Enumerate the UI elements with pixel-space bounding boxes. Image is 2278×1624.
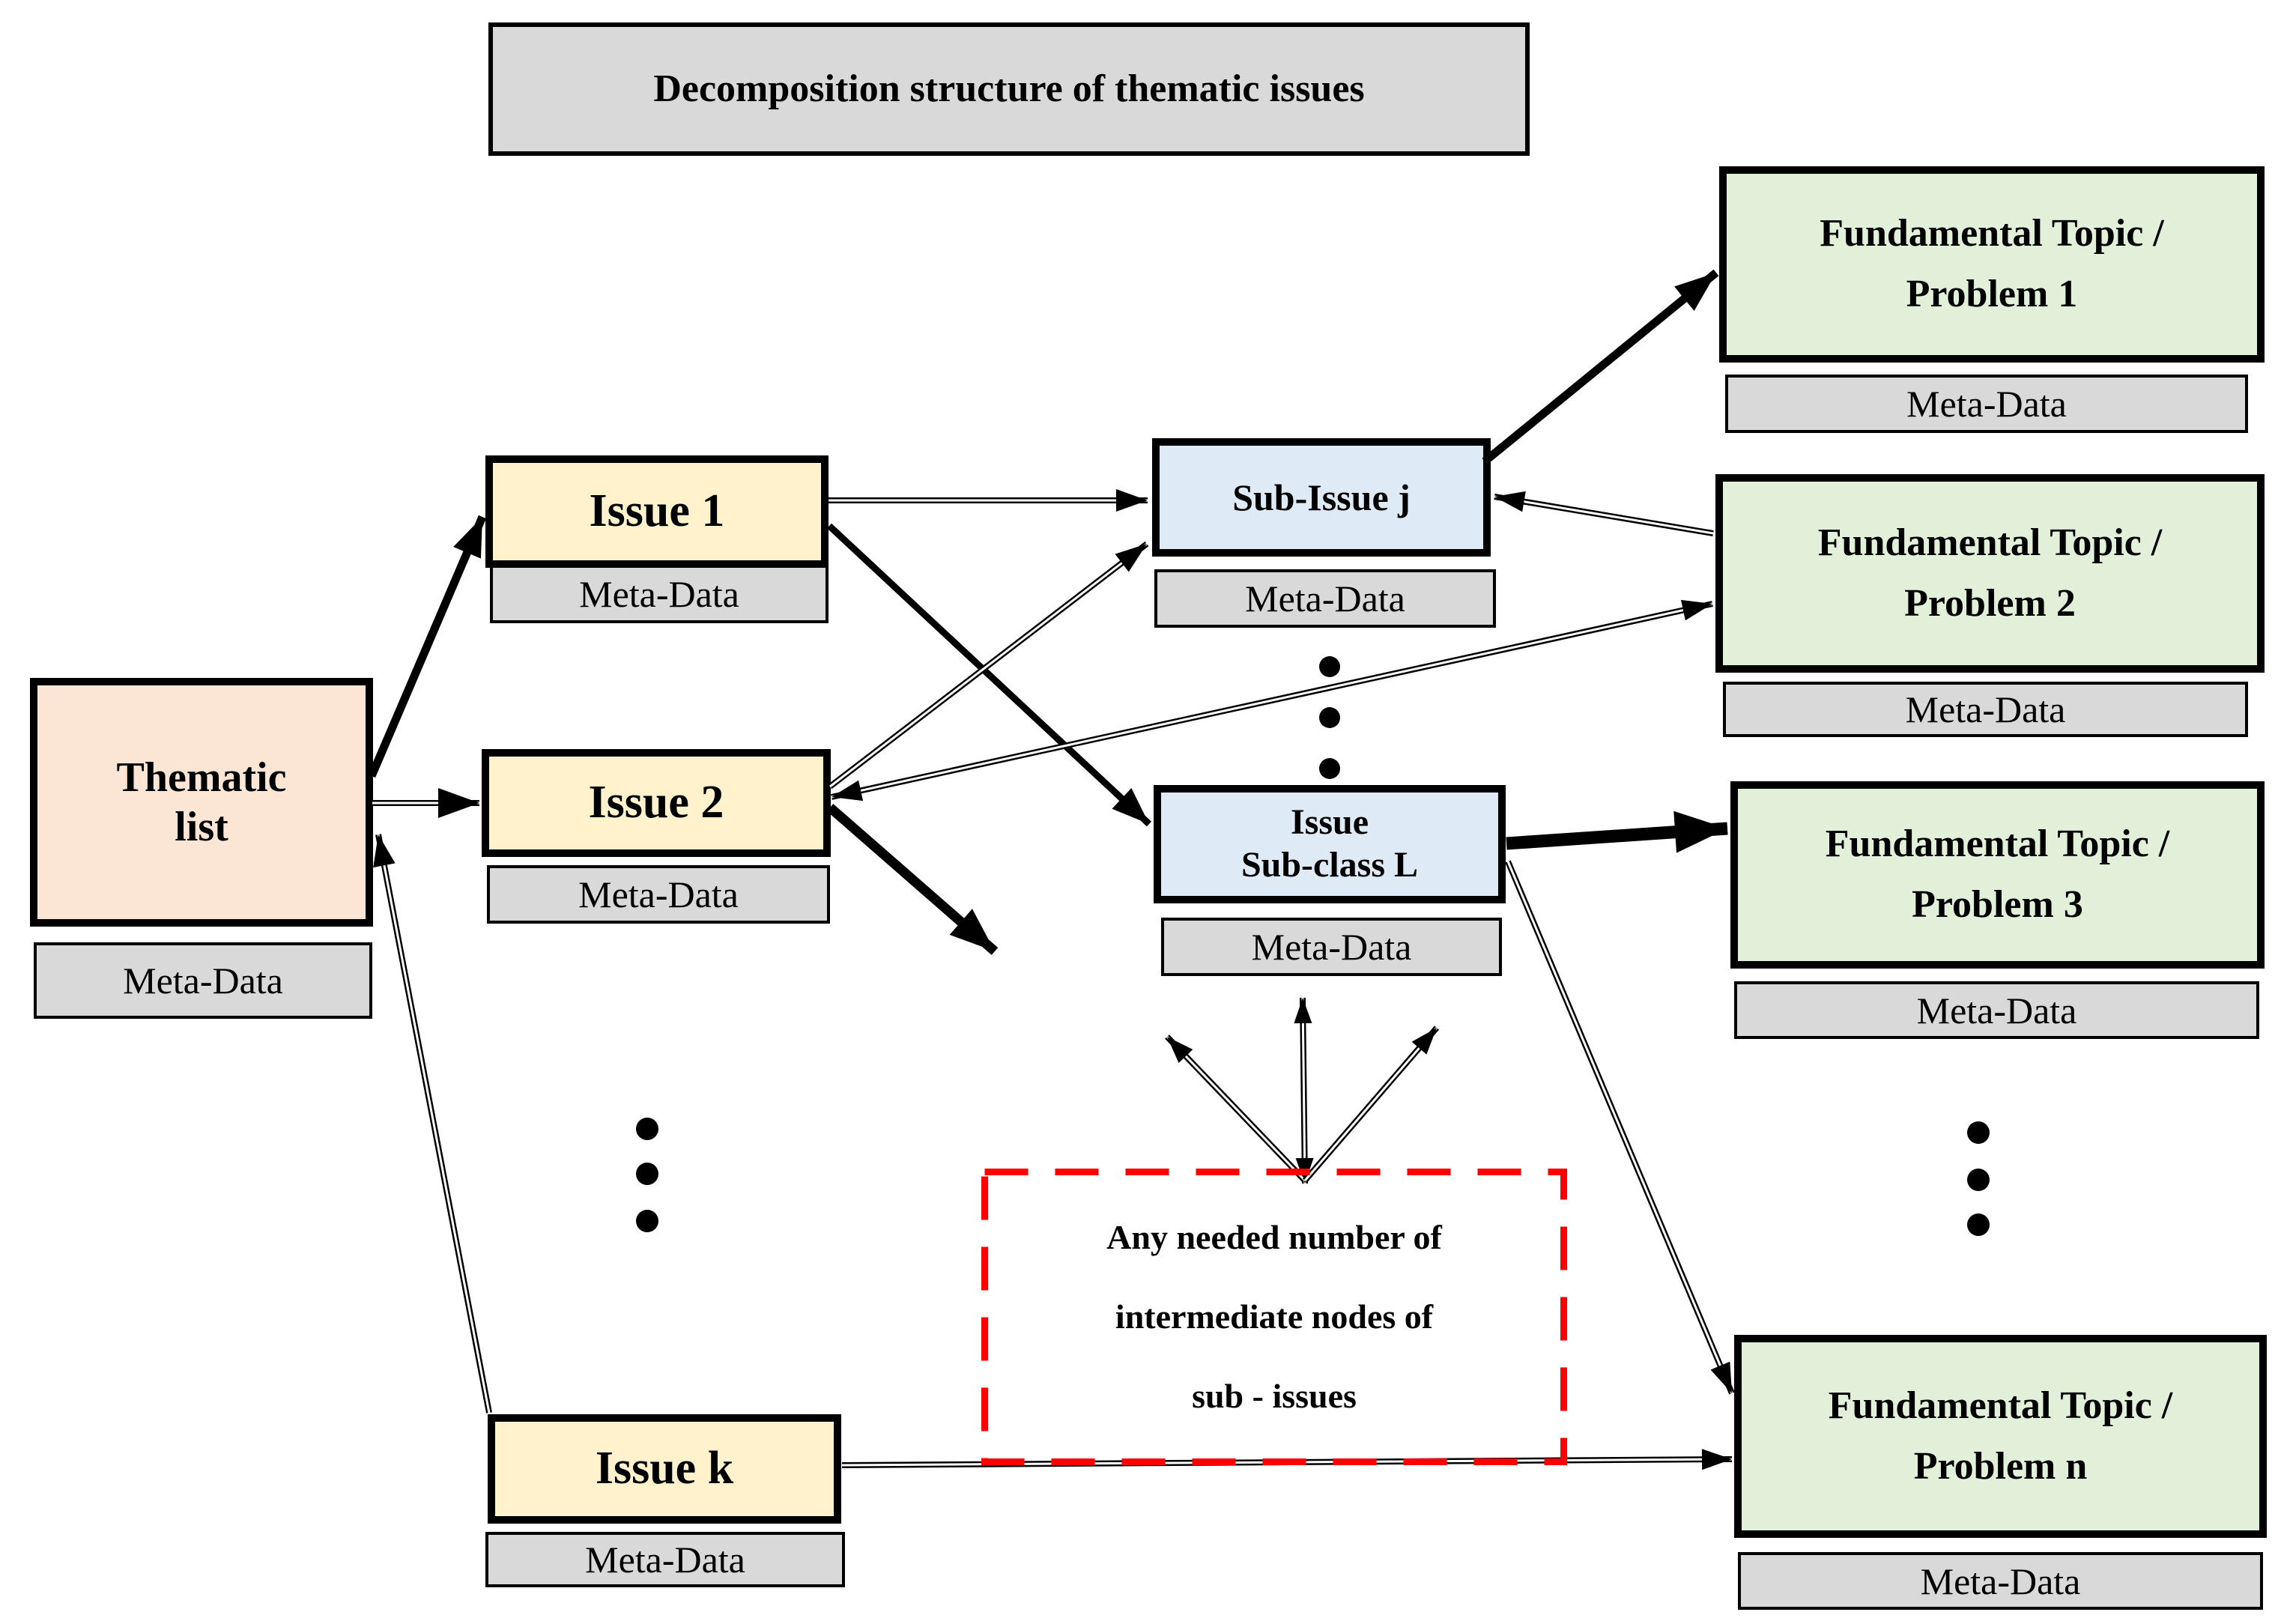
- meta-data-issue-2: Meta-Data: [487, 865, 830, 924]
- note-line2: intermediate nodes of: [1115, 1297, 1434, 1336]
- meta-data-problem-2: Meta-Data: [1723, 682, 2248, 737]
- problem-3-label-line1: Fundamental Topic /: [1825, 822, 2170, 866]
- node-issue-sub-class-l-label-line1: Issue: [1290, 802, 1369, 843]
- edge-note-upleft: [1165, 1034, 1307, 1183]
- problem-2-label-line1: Fundamental Topic /: [1817, 521, 2163, 564]
- meta-data-thematic: Meta-Data: [34, 942, 372, 1019]
- node-issue-1: Issue 1: [485, 455, 828, 568]
- problem-n-label-line1: Fundamental Topic /: [1828, 1384, 2173, 1427]
- node-fundamental-topic-problem-2: Fundamental Topic / Problem 2: [1715, 474, 2265, 673]
- node-fundamental-topic-problem-3: Fundamental Topic / Problem 3: [1730, 781, 2265, 969]
- meta-data-problem-n: Meta-Data: [1738, 1552, 2263, 1610]
- edge-issue2-intermediate: [826, 804, 999, 955]
- meta-data-sub-issue-j: Meta-Data: [1154, 569, 1496, 628]
- edge-issue1-subclassl: [826, 523, 1152, 827]
- edge-subclassl-problem3: [1506, 811, 1728, 853]
- node-issue-sub-class-l: Issue Sub-class L: [1154, 785, 1506, 903]
- edge-issue2-problem2: [831, 599, 1713, 802]
- edge-issue2-subissuej: [828, 541, 1149, 790]
- edge-issue1-subissuej: [828, 489, 1148, 512]
- meta-data-issue-k: Meta-Data: [485, 1532, 845, 1587]
- meta-data-issue-sub-class-l: Meta-Data: [1161, 918, 1502, 976]
- vertical-ellipsis-left: [636, 1118, 658, 1232]
- edge-issuek-thematic: [373, 834, 492, 1414]
- meta-data-problem-3: Meta-Data: [1734, 981, 2259, 1039]
- meta-data-problem-1: Meta-Data: [1725, 375, 2248, 433]
- intermediate-nodes-note: Any needed number of intermediate nodes …: [981, 1169, 1567, 1465]
- node-thematic-list-label-line2: list: [175, 804, 228, 850]
- node-sub-issue-j: Sub-Issue j: [1152, 438, 1491, 557]
- node-fundamental-topic-problem-1: Fundamental Topic / Problem 1: [1719, 166, 2265, 363]
- node-thematic-list-label-line1: Thematic: [116, 754, 287, 801]
- diagram-title: Decomposition structure of thematic issu…: [488, 22, 1530, 156]
- edge-problem2-subissuej: [1494, 491, 1714, 536]
- problem-n-label-line2: Problem n: [1913, 1444, 2088, 1488]
- meta-data-issue-1: Meta-Data: [490, 565, 828, 623]
- vertical-ellipsis-right: [1967, 1121, 1990, 1236]
- edge-subissuej-problem1: [1482, 269, 1719, 465]
- edge-note-subclassl-meta: [1294, 997, 1314, 1184]
- edge-thematic-issue2: [372, 788, 479, 818]
- problem-2-label-line2: Problem 2: [1904, 581, 2076, 625]
- node-thematic-list: Thematic list: [30, 678, 373, 927]
- vertical-ellipsis-middle: [1319, 656, 1340, 779]
- problem-3-label-line2: Problem 3: [1912, 883, 2083, 926]
- edge-thematic-issue1: [367, 515, 487, 778]
- problem-1-label-line1: Fundamental Topic /: [1820, 212, 2164, 255]
- note-line1: Any needed number of: [1106, 1218, 1442, 1257]
- note-line3: sub - issues: [1192, 1376, 1357, 1415]
- problem-1-label-line2: Problem 1: [1906, 273, 2078, 315]
- node-issue-sub-class-l-label-line2: Sub-class L: [1241, 845, 1419, 885]
- node-issue-2: Issue 2: [482, 749, 831, 857]
- edge-note-upright: [1302, 1025, 1440, 1183]
- node-issue-k: Issue k: [488, 1414, 841, 1524]
- node-fundamental-topic-problem-n: Fundamental Topic / Problem n: [1734, 1335, 2267, 1538]
